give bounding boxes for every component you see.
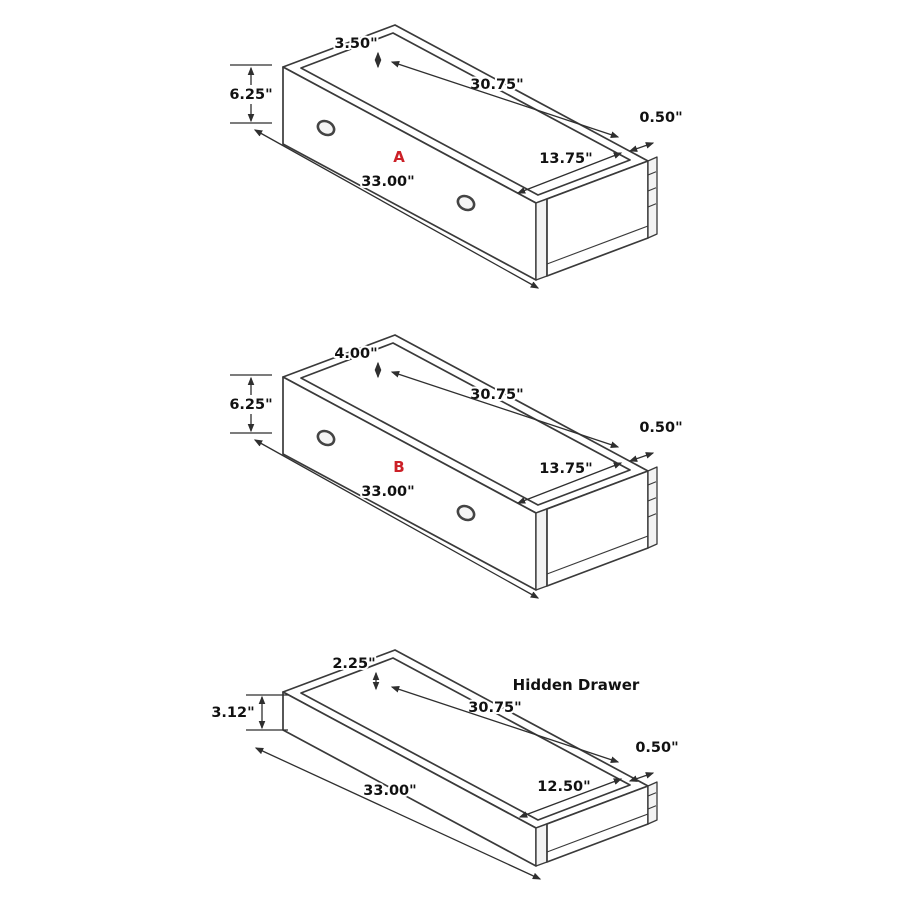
drawer-b-back-endgrain <box>647 466 658 549</box>
dim-arrow-overall-width-a <box>253 129 540 289</box>
dim-arrow-wall-thickness-b <box>628 452 655 462</box>
dim-arrow-inner-width-b <box>390 371 620 448</box>
drawer-a-dovetail-mark <box>647 187 657 192</box>
drawer-b-dovetail-mark <box>647 481 657 486</box>
dim-arrow-overall-width-hidden <box>254 747 542 880</box>
dim-label-wall-thickness-a: 0.50" <box>639 110 682 126</box>
drawer-a-back-endgrain <box>647 156 658 239</box>
dim-label-inner-depth-b: 13.75" <box>539 461 592 477</box>
drawer-b-letter: B <box>393 458 404 476</box>
drawer-a-front-endgrain <box>535 198 548 281</box>
dim-label-front-height-a: 6.25" <box>229 87 272 103</box>
dim-label-inner-height-a: 3.50" <box>334 36 377 52</box>
dim-label-front-height-hidden: 3.12" <box>211 705 254 721</box>
drawer-hidden-bottom-groove <box>546 813 649 853</box>
drawer-hidden-dovetail-mark <box>647 805 657 810</box>
drawer-b: B 4.00" 30.75" 6.25" 0.50" 13.75" 33.00" <box>227 334 685 599</box>
drawer-hidden-dimensions: 2.25" 30.75" 3.12" 0.50" 12.50" 33.00" <box>209 654 681 880</box>
dim-label-overall-width-a: 33.00" <box>361 174 414 190</box>
drawer-a-dovetail-mark <box>647 203 657 208</box>
drawer-a: A 3.50" 30.75" 6.25" 0.50" 13.75" 33.00" <box>227 24 685 289</box>
dim-label-inner-depth-a: 13.75" <box>539 151 592 167</box>
drawer-a-dovetail-mark <box>647 171 657 176</box>
drawer-b-bottom-groove <box>546 535 649 575</box>
dim-label-inner-height-hidden: 2.25" <box>332 656 375 672</box>
dim-arrow-inner-width-a <box>390 61 620 138</box>
drawer-b-dovetail-mark <box>647 497 657 502</box>
drawer-a-body <box>282 24 658 281</box>
drawer-b-body <box>282 334 658 591</box>
dim-label-front-height-b: 6.25" <box>229 397 272 413</box>
dim-label-overall-width-hidden: 33.00" <box>363 783 416 799</box>
dim-arrow-overall-width-b <box>253 439 540 599</box>
dim-label-inner-height-b: 4.00" <box>334 346 377 362</box>
dim-arrow-wall-thickness-a <box>628 142 655 152</box>
dim-arrow-wall-thickness-hidden <box>628 772 655 782</box>
drawer-a-letter: A <box>393 148 405 166</box>
drawer-b-dimensions: 4.00" 30.75" 6.25" 0.50" 13.75" 33.00" <box>227 344 685 599</box>
dim-label-wall-thickness-hidden: 0.50" <box>635 740 678 756</box>
dim-label-inner-width-hidden: 30.75" <box>468 700 521 716</box>
dim-label-overall-width-b: 33.00" <box>361 484 414 500</box>
drawer-hidden-front-endgrain <box>535 823 548 867</box>
dim-arrow-inner-width-hidden <box>390 686 620 763</box>
dim-label-inner-depth-hidden: 12.50" <box>537 779 590 795</box>
drawer-a-bottom-groove <box>546 225 649 265</box>
drawer-hidden-back-endgrain <box>647 781 658 825</box>
drawer-hidden: Hidden Drawer 2.25" 30.75" 3.12" 0.50" 1… <box>209 649 681 880</box>
drawer-hidden-dovetail-mark <box>647 792 657 797</box>
drawer-hidden-title: Hidden Drawer <box>513 676 640 694</box>
drawer-a-dimensions: 3.50" 30.75" 6.25" 0.50" 13.75" 33.00" <box>227 34 685 289</box>
drawer-b-dovetail-mark <box>647 513 657 518</box>
dim-label-wall-thickness-b: 0.50" <box>639 420 682 436</box>
drawer-b-front-endgrain <box>535 508 548 591</box>
